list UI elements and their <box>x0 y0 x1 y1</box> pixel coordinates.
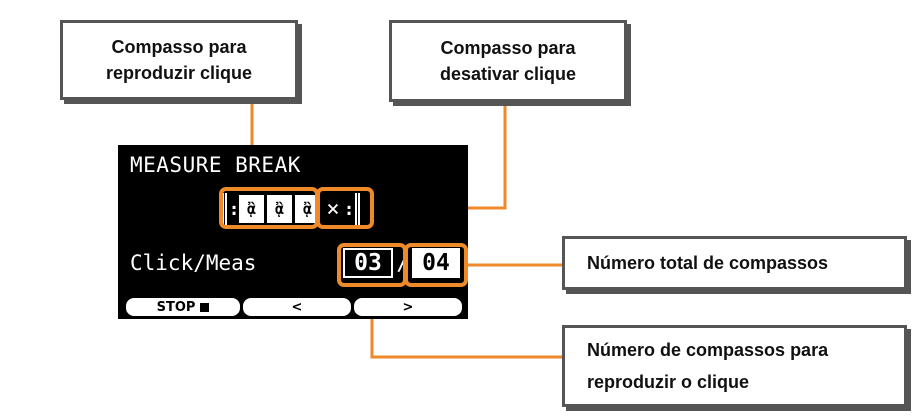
callout-mute-measure-text: Compasso para desativar clique <box>439 38 577 84</box>
highlight-total-value <box>404 243 468 287</box>
repeat-start-dots: : <box>228 198 240 220</box>
next-button[interactable]: > <box>354 298 462 316</box>
next-button-label: > <box>402 299 414 315</box>
screen-title: MEASURE BREAK <box>130 153 301 177</box>
callout-mute-measure: Compasso para desativar clique <box>389 20 627 102</box>
highlight-play-measures <box>219 187 319 229</box>
stop-square-icon <box>200 302 210 312</box>
callout-play-count: Número de compassos para reproduzir o cl… <box>562 325 907 407</box>
stop-button[interactable]: STOP <box>126 298 240 316</box>
play-measure-1: ᾂ <box>239 195 264 223</box>
highlight-mute-measure <box>316 187 374 229</box>
pattern-start-wall <box>222 193 227 225</box>
total-measure-count[interactable]: 04 <box>412 248 460 278</box>
pattern-end-wall <box>355 193 360 225</box>
callout-play-measure: Compasso para reproduzir clique <box>60 20 298 100</box>
callout-play-measure-text: Compasso para reproduzir clique <box>105 37 253 83</box>
callout-total-measures-text: Número total de compassos <box>587 253 829 273</box>
play-measure-2: ᾂ <box>267 195 292 223</box>
callout-play-count-text: Número de compassos para reproduzir o cl… <box>587 340 829 392</box>
mute-measure-x-mute-icon: × <box>322 195 344 223</box>
prev-button[interactable]: < <box>243 298 351 316</box>
repeat-end-dots: : <box>343 198 355 220</box>
stop-button-label: STOP <box>156 299 196 315</box>
highlight-current-value <box>337 243 407 287</box>
click-meas-label: Click/Meas <box>130 251 257 275</box>
callout-total-measures: Número total de compassos <box>562 236 907 290</box>
click-measure-count[interactable]: 03 <box>343 248 393 278</box>
prev-button-label: < <box>291 299 303 315</box>
lcd-screen: MEASURE BREAK : ᾂ ᾂ ᾂ × : Click/Meas 03 … <box>118 145 468 319</box>
